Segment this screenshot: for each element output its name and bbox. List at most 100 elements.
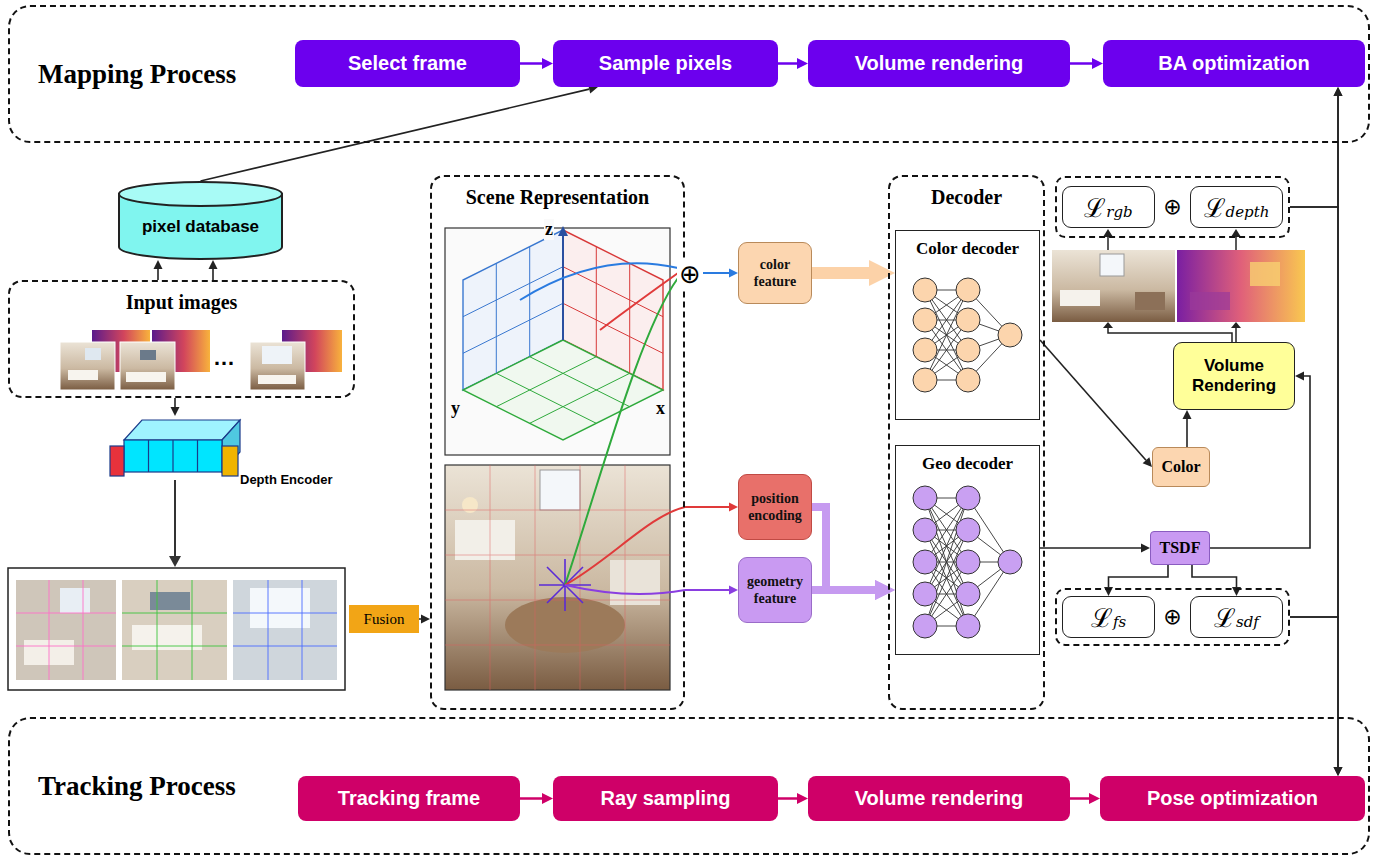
axis-label: z (544, 219, 554, 240)
connector-arrow (157, 269, 159, 280)
color-network-part (925, 290, 1010, 380)
process-box: Ray sampling (553, 776, 778, 821)
input-photos-part (140, 350, 156, 360)
connector-arrow (778, 62, 797, 65)
process-box: Pose optimization (1100, 776, 1365, 821)
color-network-part-part (913, 308, 937, 332)
color-network-part-part (956, 368, 980, 392)
room-view-part (565, 278, 678, 585)
geo-network-part-part (998, 550, 1022, 574)
encoder-shape-part (110, 446, 124, 476)
node-text: ⊕ (1163, 606, 1181, 628)
node-text: Volume Rendering (1174, 356, 1294, 397)
render-arrows-part (1231, 322, 1241, 328)
voxel-grid-part (496, 357, 629, 424)
render-box: Volume Rendering (1173, 342, 1295, 410)
encoder-output-arrow-part (169, 556, 181, 567)
fused-views-part (233, 580, 337, 680)
process-box: Select frame (295, 40, 520, 87)
fused-views-part (150, 592, 190, 610)
geo-network-part-part (913, 550, 937, 574)
loss-group: ⊕ ℒfs ℒsdf (1055, 588, 1290, 646)
color-box: Color (1152, 447, 1210, 487)
fused-views-part (16, 580, 116, 680)
render-arrows-part (1231, 229, 1241, 237)
room-view-part (540, 470, 580, 510)
connector-arrow (520, 62, 542, 65)
voxel-grid-part (445, 228, 670, 455)
render-arrows-part (1103, 322, 1113, 328)
connector-arrow (778, 797, 797, 800)
node-text: position encoding (742, 490, 808, 525)
encoder-shape-part (222, 446, 238, 476)
room-view (445, 278, 685, 690)
node-text: Geo decoder (922, 454, 1013, 474)
connector-arrow (419, 618, 421, 620)
node-text: Pose optimization (1147, 787, 1318, 810)
process-box: Sample pixels (553, 40, 778, 87)
connector-arrow (1070, 62, 1092, 65)
process-box: Tracking frame (298, 776, 520, 821)
node-text: ℒfs (1091, 599, 1126, 635)
fused-views-part (60, 588, 90, 613)
mapping-band: Mapping ProcessSelect frameSample pixels… (8, 5, 1370, 143)
rendered-views (1052, 250, 1305, 322)
connector-arrow (174, 398, 176, 407)
connector-arrow (685, 589, 729, 591)
voxel-grid (445, 226, 678, 455)
geo-network-part-part (956, 614, 980, 638)
loss-box: ℒdepth (1190, 186, 1283, 228)
node-text: Fusion (364, 611, 405, 628)
connector-arrow (812, 586, 875, 594)
connector-arrow (1186, 419, 1188, 447)
node-text: color feature (742, 256, 808, 291)
feature-box: color feature (738, 242, 812, 304)
node-text: Sample pixels (599, 52, 732, 75)
room-view-part (445, 465, 670, 690)
node-text: Depth Encoder (240, 472, 332, 487)
room-view-part (565, 585, 685, 594)
node-text: ℒsdf (1214, 599, 1259, 635)
tsdf-box: TSDF (1150, 531, 1210, 565)
room-view-part (462, 497, 478, 513)
render-arrows-part (1108, 327, 1232, 342)
connector-arrow (685, 506, 729, 508)
node-text: pixel database (142, 205, 259, 237)
fused-views (8, 568, 345, 690)
voxel-grid-part (562, 232, 564, 340)
connector-arrow (1290, 96, 1338, 207)
geo-network-part-part (913, 518, 937, 542)
connector-arrow (1192, 565, 1237, 587)
render-arrows (1103, 229, 1241, 342)
decoder-group: DecoderColor decoderGeo decoder (888, 175, 1045, 710)
connector-arrow (1109, 565, 1169, 587)
render-arrows-part (1103, 229, 1113, 237)
node-text: Color (1161, 458, 1200, 476)
voxel-grid-part (558, 226, 568, 236)
render-arrows-part (1235, 236, 1237, 250)
loss-box: ℒsdf (1190, 596, 1283, 638)
rendered-views-part (1135, 292, 1165, 310)
voxel-grid-part (463, 247, 563, 374)
rendered-views-part (1052, 250, 1175, 322)
input-photos-part (258, 375, 296, 384)
node-text: ⊕ (1163, 196, 1181, 218)
rendered-views-part (1060, 290, 1100, 306)
connector-arrow (1040, 547, 1141, 549)
node-text: Tracking Process (38, 771, 236, 802)
node-text: geometry feature (742, 573, 808, 608)
rendered-views-part (1100, 254, 1124, 276)
node-text: TSDF (1160, 539, 1201, 557)
connector-arrow (201, 89, 590, 181)
loss-box: ℒfs (1062, 596, 1155, 638)
fused-views-part (16, 580, 116, 680)
voxel-grid-part (520, 263, 678, 300)
database-cylinder: pixel database (118, 181, 283, 260)
decoder-box: Color decoder (895, 230, 1040, 420)
fused-views-part (122, 580, 227, 680)
encoder-shape-part (124, 420, 240, 440)
feature-box: position encoding (738, 474, 812, 540)
